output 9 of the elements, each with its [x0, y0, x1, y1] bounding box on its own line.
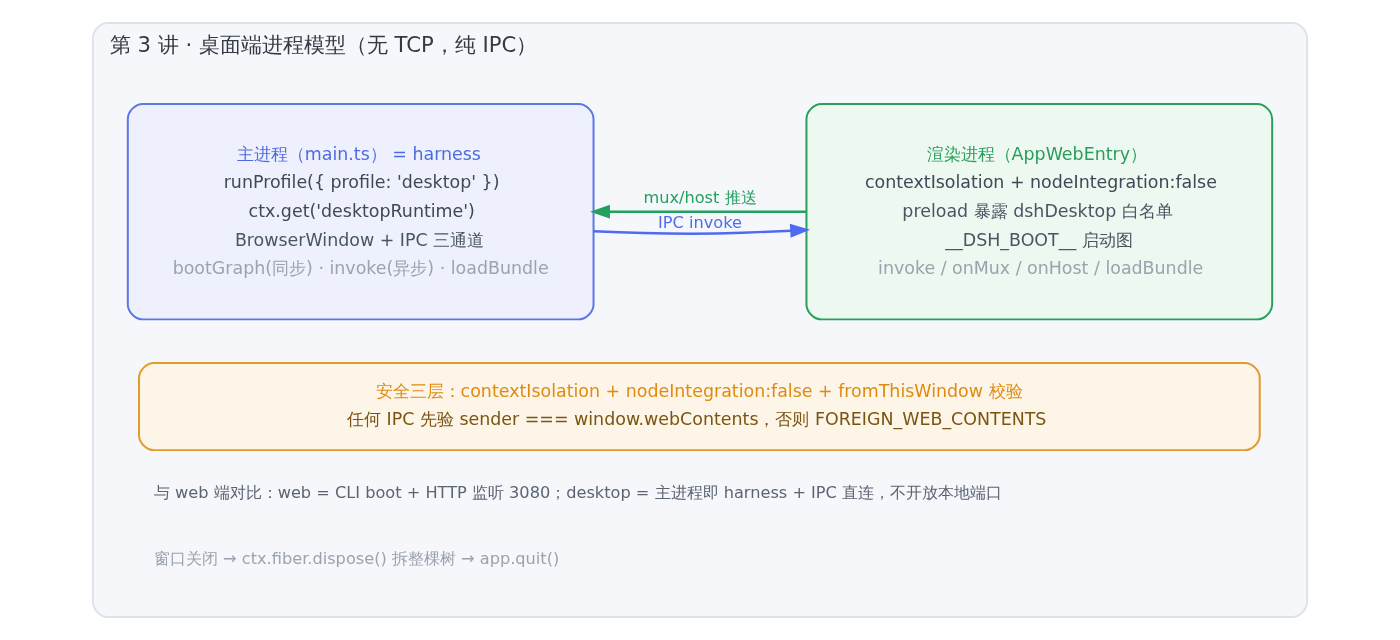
node-box: 主进程（main.ts） = harness runProfile({ profile: 'desktop' }) ctx.get('desktopRuntime') BrowserWindow + IPC 三通道 bootGraph(同步) · invoke(异步) · loadBundle — [126, 102, 595, 321]
arrow — [590, 204, 807, 219]
node-box: 渲染进程（AppWebEntry） contextIsolation + nodeIntegration:false preload 暴露 dshDesktop 白名单 __DSH_BOOT__ 启动图 invoke / onMux / onHost / loadBundle — [805, 102, 1274, 321]
node-box: 安全三层：contextIsolation + nodeIntegration:false + fromThisWindow 校验 任何 IPC 先验 sender === window.webContents，否则 FOREIGN_WEB_CONTENTS — [138, 361, 1261, 452]
arrow — [593, 223, 811, 238]
edge-label: IPC invoke — [658, 213, 742, 233]
label: 窗口关闭 → ctx.fiber.dispose() 拆整棵树 → app.quit() — [153, 548, 560, 568]
label: 与 web 端对比：web = CLI boot + HTTP 监听 3080；desktop = 主进程即 harness + IPC 直连，不开放本地端口 — [153, 482, 1003, 502]
edge-label: mux/host 推送 — [643, 188, 757, 208]
